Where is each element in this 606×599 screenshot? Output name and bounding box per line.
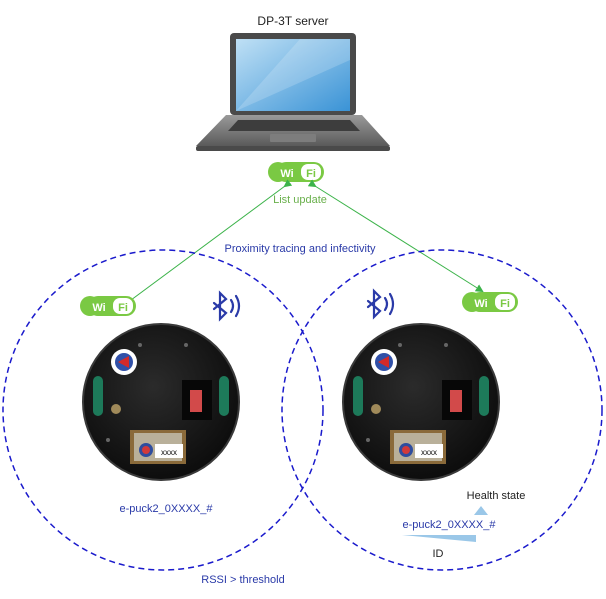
bluetooth-icon-left — [212, 290, 241, 322]
list-update-label: List update — [273, 194, 327, 206]
health-state-triangle — [474, 506, 488, 515]
svg-text:Fi: Fi — [500, 298, 510, 310]
robot-left-name: e-puck2_0XXXX_# — [120, 503, 214, 515]
svg-text:xxxx: xxxx — [421, 448, 437, 457]
laptop-icon — [196, 33, 390, 151]
server-title: DP-3T server — [257, 14, 328, 28]
arrow-server-left — [125, 179, 293, 305]
svg-text:xxxx: xxxx — [161, 448, 177, 457]
bluetooth-icon-right — [366, 288, 395, 320]
range-circle-right — [281, 249, 603, 571]
robot-right: xxxx — [342, 323, 500, 481]
rssi-label: RSSI > threshold — [201, 574, 284, 586]
id-label: ID — [433, 548, 444, 560]
svg-text:Wi: Wi — [474, 298, 487, 310]
health-state-label: Health state — [467, 490, 526, 502]
proximity-label: Proximity tracing and infectivity — [225, 243, 376, 255]
arrow-server-right — [307, 179, 484, 293]
robot-right-name: e-puck2_0XXXX_# — [403, 519, 497, 531]
wifi-icon-right: Wi Fi — [462, 292, 518, 312]
id-triangle — [402, 535, 476, 542]
svg-text:Wi: Wi — [280, 168, 293, 180]
wifi-icon-server: Wi Fi — [268, 162, 324, 182]
svg-text:Fi: Fi — [306, 168, 316, 180]
svg-text:Wi: Wi — [92, 302, 105, 314]
wifi-icon-left: Wi Fi — [80, 296, 136, 316]
svg-text:Fi: Fi — [118, 302, 128, 314]
range-circle-left — [2, 249, 324, 571]
robot-left: xxxx — [82, 323, 240, 481]
